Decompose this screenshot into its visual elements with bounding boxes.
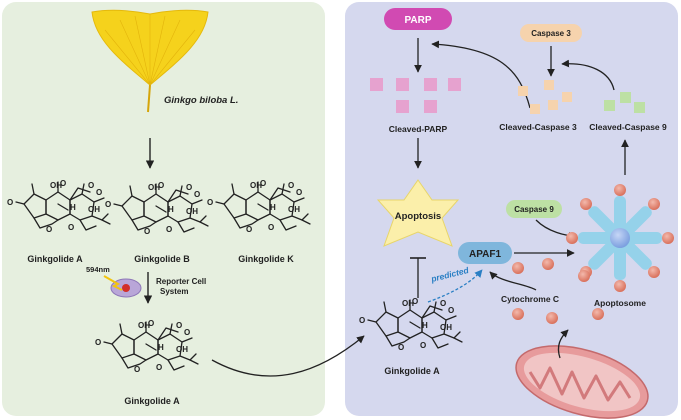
compound-label-a: Ginkgolide A bbox=[27, 254, 83, 264]
ginkgo-leaf-icon bbox=[91, 9, 209, 113]
arrow-caspase3-to-parp bbox=[431, 40, 531, 109]
arrow-left-to-right bbox=[211, 335, 365, 377]
apoptosis-label: Apoptosis bbox=[395, 211, 441, 222]
compound-label-b: Ginkgolide B bbox=[134, 254, 190, 264]
caspase3-label: Caspase 3 bbox=[531, 29, 571, 38]
apaf1-label: APAF1 bbox=[469, 249, 501, 260]
cleaved-parp-label: Cleaved-PARP bbox=[389, 124, 448, 134]
parp-label: PARP bbox=[404, 15, 431, 26]
caspase3-box bbox=[520, 24, 582, 42]
parp-box bbox=[384, 8, 452, 30]
cleaved-caspase9-fragments bbox=[604, 92, 645, 113]
cytochrome-c-molecules bbox=[512, 258, 604, 324]
reporter-label-line1: Reporter Cell bbox=[156, 277, 206, 286]
compound-label-k: Ginkgolide K bbox=[238, 254, 294, 264]
caspase9-label: Caspase 9 bbox=[514, 205, 554, 214]
right-compound-label: Ginkgolide A bbox=[384, 366, 440, 376]
arrow-mito-to-cytochrome bbox=[557, 329, 569, 359]
light-beam-icon bbox=[103, 275, 123, 291]
cleaved-caspase3-label: Cleaved-Caspase 3 bbox=[499, 122, 577, 132]
cleaved-caspase3-fragments bbox=[518, 80, 572, 114]
apoptosome-icon bbox=[566, 184, 674, 292]
reporter-label-line2: System bbox=[160, 287, 188, 296]
apoptosome-label: Apoptosome bbox=[594, 298, 646, 308]
arrow-caspase9-to-caspase3 bbox=[561, 59, 615, 91]
cleaved-parp-fragments bbox=[370, 78, 461, 113]
cleaved-caspase9-label: Cleaved-Caspase 9 bbox=[589, 122, 667, 132]
wavelength-label: 594nm bbox=[86, 265, 110, 274]
predicted-link bbox=[427, 269, 483, 303]
species-label: Ginkgo biloba L. bbox=[164, 95, 238, 106]
left-panel bbox=[2, 2, 325, 416]
apoptosis-star bbox=[376, 179, 460, 247]
mitochondria-icon bbox=[515, 345, 649, 419]
selected-compound-label: Ginkgolide A bbox=[124, 396, 180, 406]
caspase9-box bbox=[506, 200, 562, 218]
apaf1-box bbox=[458, 242, 512, 264]
cytochrome-c-label: Cytochrome C bbox=[501, 294, 559, 304]
arrow-cytochrome-to-apaf1 bbox=[489, 271, 537, 291]
